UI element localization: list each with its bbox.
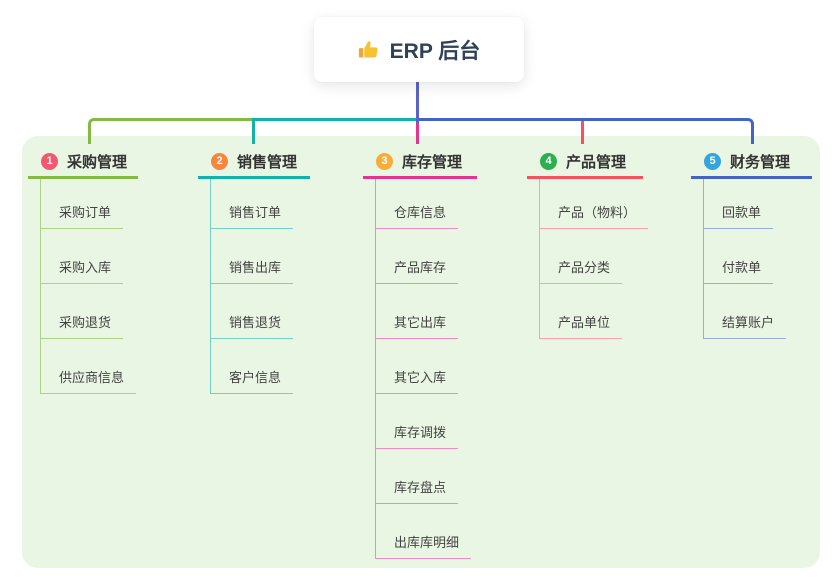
branch-children: 采购订单采购入库采购退货供应商信息 xyxy=(40,179,138,394)
child-node: 销售订单 xyxy=(211,179,310,229)
child-node-label[interactable]: 产品分类 xyxy=(540,257,623,284)
connector-drop-branch-3 xyxy=(416,121,419,144)
child-node-label[interactable]: 销售订单 xyxy=(211,202,294,229)
child-node-label[interactable]: 采购入库 xyxy=(41,257,124,284)
branch-header[interactable]: 3 库存管理 xyxy=(363,146,477,179)
branch-number-badge: 4 xyxy=(540,152,557,170)
child-node-label[interactable]: 付款单 xyxy=(704,257,774,284)
child-node-label[interactable]: 其它出库 xyxy=(376,312,459,339)
branch-4: 4 产品管理 产品（物料） 产品分类产品单位 xyxy=(527,146,649,339)
branch-label: 销售管理 xyxy=(237,153,298,171)
connector-root-line xyxy=(416,82,419,123)
branch-number-badge: 2 xyxy=(211,152,228,170)
branch-number-badge: 5 xyxy=(704,152,721,170)
branch-3: 3 库存管理 仓库信息产品库存其它出库其它入库库存调拨库存盘点出库库明细 xyxy=(363,146,477,559)
branch-children: 回款单付款单结算账户 xyxy=(703,179,812,339)
child-node-label[interactable]: 结算账户 xyxy=(704,312,787,339)
branch-label: 产品管理 xyxy=(566,153,627,171)
child-node: 产品分类 xyxy=(540,229,648,284)
child-node: 库存盘点 xyxy=(376,449,477,504)
branch-header[interactable]: 4 产品管理 xyxy=(527,146,643,179)
child-node-label[interactable]: 客户信息 xyxy=(211,367,294,394)
branch-children: 仓库信息产品库存其它出库其它入库库存调拨库存盘点出库库明细 xyxy=(375,179,477,559)
branch-label: 采购管理 xyxy=(67,153,128,171)
connector-bus-segment-5 xyxy=(417,118,754,144)
connector-bus-segment-2 xyxy=(252,118,417,144)
branch-label: 财务管理 xyxy=(730,153,791,171)
connector-drop-branch-4 xyxy=(581,121,584,144)
connector-bus-segment-1 xyxy=(88,118,252,144)
child-node-label[interactable]: 供应商信息 xyxy=(41,367,137,394)
branch-children: 产品（物料） 产品分类产品单位 xyxy=(539,179,649,339)
child-node: 出库库明细 xyxy=(376,504,477,559)
child-node: 仓库信息 xyxy=(376,179,477,229)
child-node: 产品库存 xyxy=(376,229,477,284)
root-label: ERP 后台 xyxy=(389,39,481,63)
child-node: 采购退货 xyxy=(41,284,138,339)
branch-number-badge: 1 xyxy=(41,152,58,170)
branch-5: 5 财务管理 回款单付款单结算账户 xyxy=(691,146,812,339)
branch-header[interactable]: 5 财务管理 xyxy=(691,146,812,179)
child-node-label[interactable]: 产品库存 xyxy=(376,257,459,284)
child-node-label[interactable]: 产品（物料） xyxy=(540,202,649,229)
child-node: 其它出库 xyxy=(376,284,477,339)
mindmap-board xyxy=(22,136,820,568)
branch-2: 2 销售管理 销售订单销售出库销售退货客户信息 xyxy=(198,146,310,394)
child-node: 销售出库 xyxy=(211,229,310,284)
child-node: 产品（物料） xyxy=(540,179,649,229)
child-node-label[interactable]: 销售退货 xyxy=(211,312,294,339)
branch-header[interactable]: 2 销售管理 xyxy=(198,146,310,179)
root-node[interactable]: ERP 后台 xyxy=(314,17,524,82)
child-node: 回款单 xyxy=(704,179,812,229)
child-node: 采购订单 xyxy=(41,179,138,229)
child-node-label[interactable]: 销售出库 xyxy=(211,257,294,284)
branch-number-badge: 3 xyxy=(376,152,393,170)
child-node-label[interactable]: 采购订单 xyxy=(41,202,124,229)
branch-1: 1 采购管理 采购订单采购入库采购退货供应商信息 xyxy=(28,146,138,394)
child-node: 付款单 xyxy=(704,229,812,284)
child-node: 库存调拨 xyxy=(376,394,477,449)
child-node-label[interactable]: 出库库明细 xyxy=(376,532,472,559)
child-node-label[interactable]: 采购退货 xyxy=(41,312,124,339)
child-node: 采购入库 xyxy=(41,229,138,284)
branch-header[interactable]: 1 采购管理 xyxy=(28,146,138,179)
child-node-label[interactable]: 仓库信息 xyxy=(376,202,459,229)
child-node: 供应商信息 xyxy=(41,339,138,394)
child-node: 其它入库 xyxy=(376,339,477,394)
child-node-label[interactable]: 回款单 xyxy=(704,202,774,229)
child-node-label[interactable]: 产品单位 xyxy=(540,312,623,339)
thumbs-up-icon xyxy=(358,39,380,61)
branch-children: 销售订单销售出库销售退货客户信息 xyxy=(210,179,310,394)
child-node-label[interactable]: 其它入库 xyxy=(376,367,459,394)
child-node: 结算账户 xyxy=(704,284,812,339)
child-node-label[interactable]: 库存调拨 xyxy=(376,422,459,449)
child-node: 产品单位 xyxy=(540,284,648,339)
child-node: 销售退货 xyxy=(211,284,310,339)
branch-label: 库存管理 xyxy=(402,153,463,171)
child-node: 客户信息 xyxy=(211,339,310,394)
child-node-label[interactable]: 库存盘点 xyxy=(376,477,459,504)
